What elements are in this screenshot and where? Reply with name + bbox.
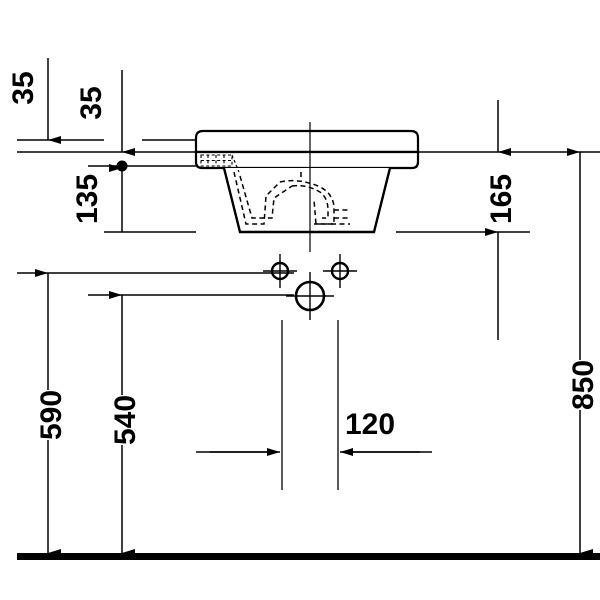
floor-line	[17, 553, 600, 560]
dimension-label-540: 540	[109, 395, 142, 445]
mounting-holes-group	[263, 254, 357, 320]
dimension-label-850: 850	[567, 360, 600, 410]
tap-hole-left-icon	[263, 254, 297, 288]
overflow-hatch-icon	[200, 154, 240, 173]
basin-rim-lower	[194, 150, 420, 170]
dimension-label-35-upper-left: 35	[7, 71, 40, 104]
washbasin-fixture	[194, 122, 420, 252]
dimension-labels-group: 35 35 135 165 850 590 540 120	[7, 71, 600, 445]
dimension-label-165: 165	[485, 174, 518, 224]
basin-bowl-section	[222, 167, 392, 234]
dimension-label-35-upper-right: 35	[75, 86, 108, 119]
dimension-label-135: 135	[71, 174, 104, 224]
drain-hole-icon	[286, 272, 334, 320]
basin-interior-dashed-contour	[233, 171, 350, 225]
wall-reference-point-marker	[116, 160, 128, 172]
dimension-label-120: 120	[345, 408, 395, 441]
tap-hole-right-icon	[323, 254, 357, 288]
dimension-lines-group	[35, 58, 593, 557]
dimension-label-590: 590	[35, 390, 68, 440]
basin-rim-upper	[194, 129, 420, 154]
